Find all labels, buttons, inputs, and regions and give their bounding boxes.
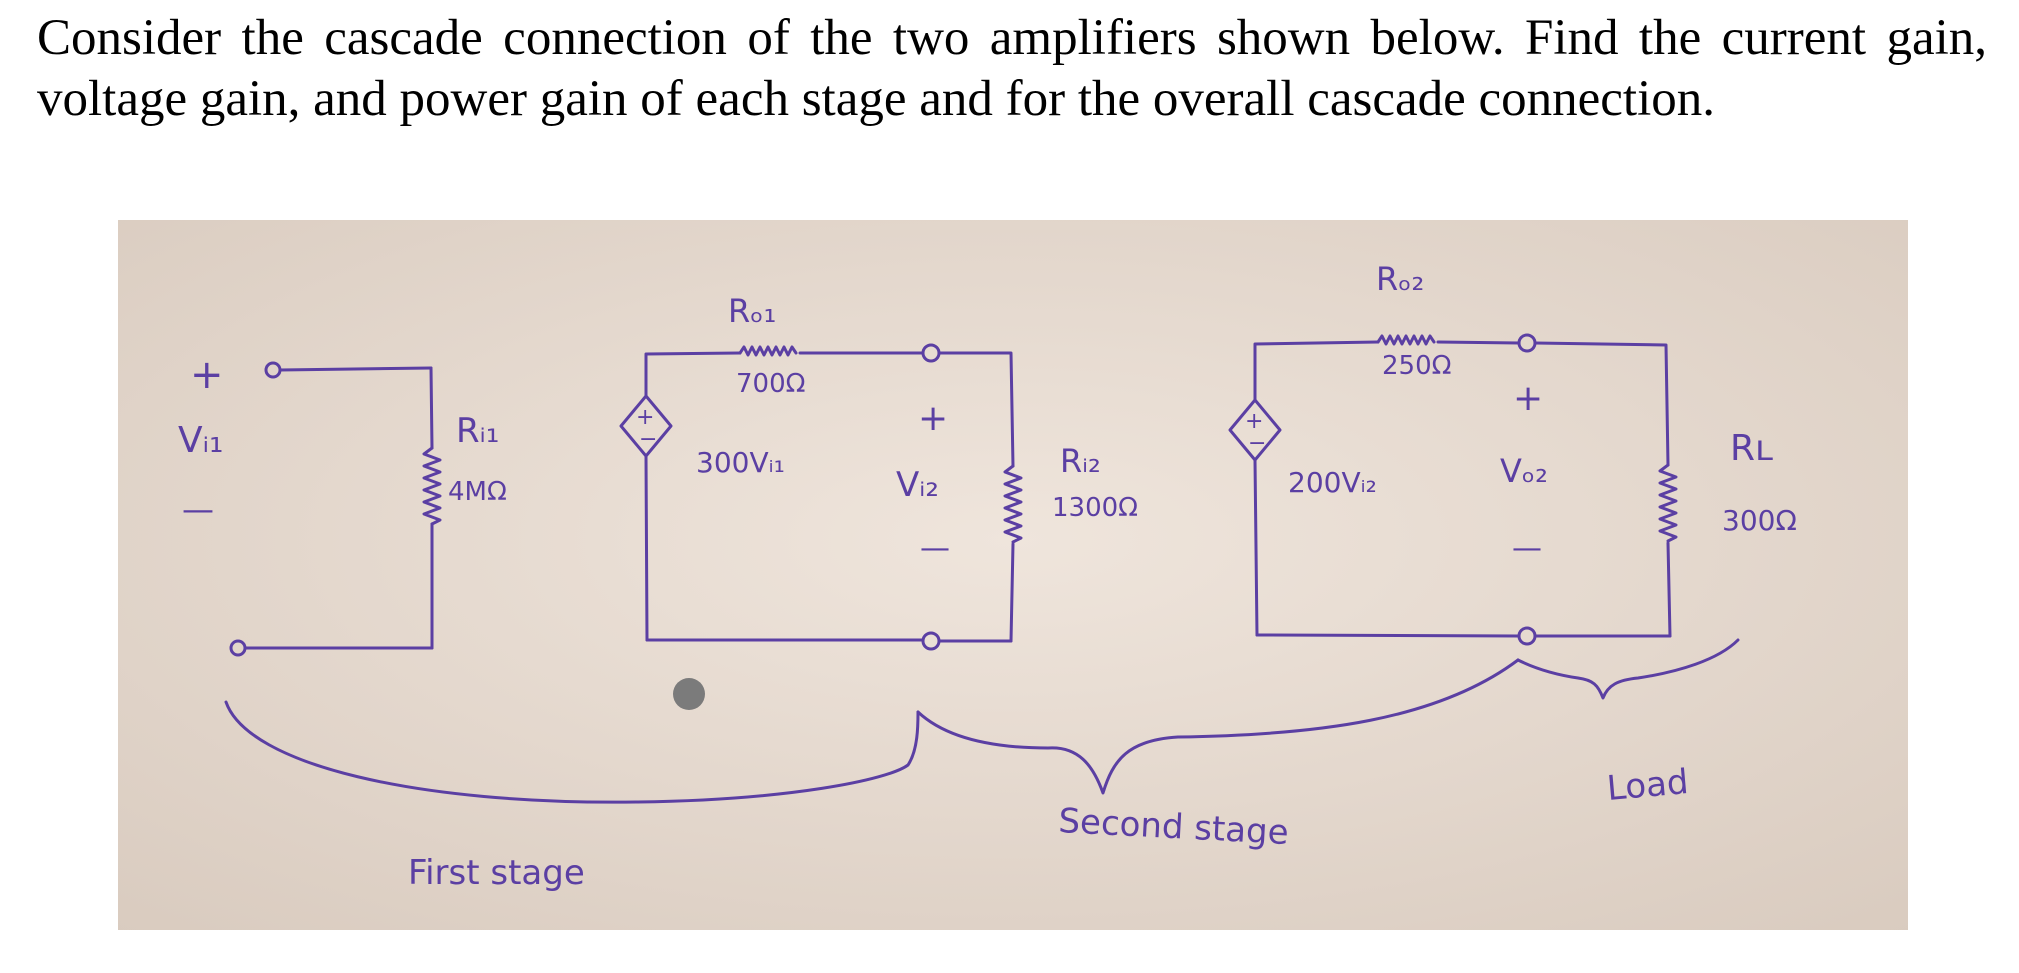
ro2-resistor — [1376, 334, 1436, 346]
circuit-photo: + Vᵢ₁ — Rᵢ₁ 4MΩ + − 300Vᵢ₁ Rₒ₁ 700Ω + Vᵢ… — [118, 220, 1908, 930]
load-brace — [1516, 638, 1740, 700]
source1-value-label: 300Vᵢ₁ — [696, 446, 785, 479]
stage2-top-wire-end — [1533, 341, 1670, 467]
ri1-value-label: 4MΩ — [448, 477, 507, 507]
ri2-resistor — [1003, 464, 1023, 544]
ro2-label: Rₒ₂ — [1376, 260, 1424, 298]
source1-bottom-wire — [644, 454, 649, 642]
rl-resistor — [1658, 463, 1678, 543]
stage2-top-wire-right — [1436, 340, 1521, 345]
source1-plus-label: + — [636, 405, 654, 430]
rl-lower-wire — [1666, 541, 1672, 638]
ri1-resistor — [422, 446, 442, 526]
gray-dot — [673, 678, 705, 710]
vi1-minus-label: — — [182, 490, 214, 528]
ro1-label: Rₒ₁ — [728, 292, 776, 330]
vo2-plus-label: + — [1513, 378, 1543, 419]
rl-value-label: 300Ω — [1722, 504, 1797, 537]
vi1-label: Vᵢ₁ — [178, 420, 224, 461]
stage1-top-wire-left — [644, 351, 742, 362]
source1-minus-label: − — [639, 427, 657, 452]
circuit-wiring — [224, 333, 1740, 804]
second-stage-brace — [916, 658, 1520, 795]
stage2-left-top-wire — [1253, 340, 1380, 352]
first-stage-brace — [224, 700, 920, 804]
ro1-resistor — [738, 345, 798, 357]
vo2-minus-label: — — [1512, 531, 1542, 566]
ro2-value-label: 250Ω — [1382, 351, 1452, 381]
vi2-minus-label: — — [920, 531, 950, 566]
problem-statement: Consider the cascade connection of the t… — [37, 10, 1987, 127]
vo2-label: Vₒ₂ — [1500, 452, 1548, 490]
stage1-top-wire-end — [937, 351, 1015, 468]
source2-plus-label: + — [1245, 409, 1263, 434]
circuit-diagram: + Vᵢ₁ — Rᵢ₁ 4MΩ + − 300Vᵢ₁ Rₒ₁ 700Ω + Vᵢ… — [118, 220, 1908, 930]
load-label: Load — [1605, 762, 1690, 809]
ri2-lower-wire — [1009, 542, 1015, 643]
ro1-value-label: 700Ω — [736, 369, 806, 399]
rl-label: Rʟ — [1730, 428, 1773, 469]
ri2-label: Rᵢ₂ — [1060, 442, 1101, 480]
input-right-wire — [429, 366, 434, 450]
source2-minus-label: − — [1248, 431, 1266, 456]
stage2-bottom-wire — [1255, 633, 1521, 638]
source2-value-label: 200Vᵢ₂ — [1288, 466, 1377, 499]
ri2-value-label: 1300Ω — [1052, 493, 1138, 523]
input-top-wire — [278, 366, 433, 372]
vi2-label: Vᵢ₂ — [896, 465, 939, 505]
ri1-label: Rᵢ₁ — [456, 411, 499, 451]
source2-bottom-wire — [1253, 458, 1259, 637]
first-stage-label: First stage — [408, 853, 585, 893]
vi1-plus-label: + — [190, 352, 224, 398]
vi2-plus-label: + — [918, 398, 948, 439]
